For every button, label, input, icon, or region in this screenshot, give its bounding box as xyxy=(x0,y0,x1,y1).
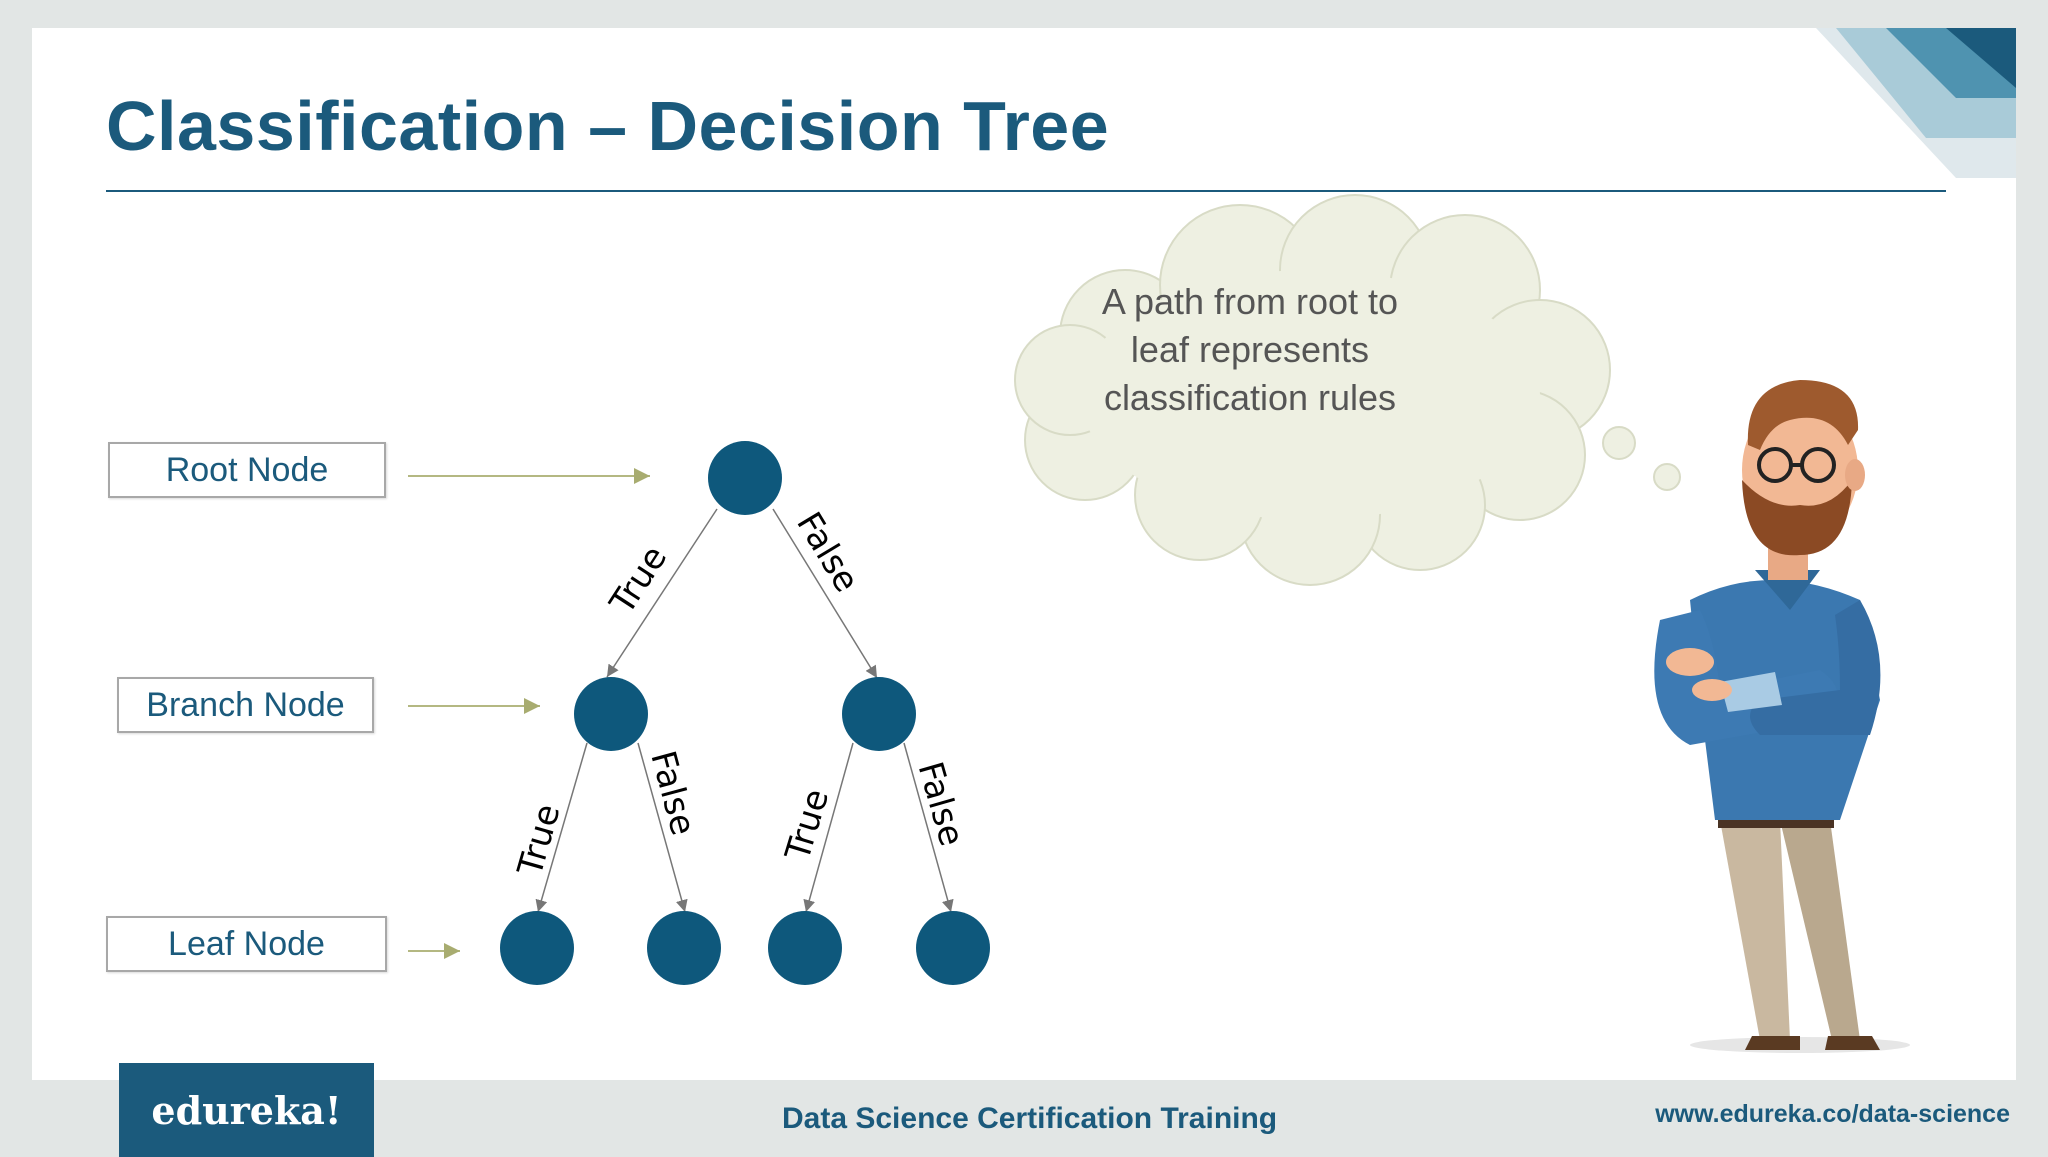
edge-label-right-true: True xyxy=(778,784,838,866)
thought-text: A path from root to leaf represents clas… xyxy=(1060,278,1440,422)
thought-line-3: classification rules xyxy=(1103,377,1397,418)
edge-left-leaf1 xyxy=(535,742,588,913)
root-node xyxy=(708,441,782,515)
branch-node-right xyxy=(842,677,916,751)
branch-node-label: Branch Node xyxy=(117,677,374,733)
thought-cloud xyxy=(1014,194,1611,586)
edge-left-leaf2 xyxy=(637,742,688,913)
branch-node-left xyxy=(574,677,648,751)
slide: Classification – Decision Tree xyxy=(32,28,2016,1080)
course-title: Data Science Certification Training xyxy=(782,1102,1278,1135)
leaf-node-3 xyxy=(768,911,842,985)
edge-label-left-true: True xyxy=(510,800,569,881)
leaf-node-2 xyxy=(647,911,721,985)
edge-right-leaf3 xyxy=(803,742,854,913)
thinking-man-illustration xyxy=(1654,380,1910,1053)
footer-url: www.edureka.co/data-science xyxy=(1655,1100,2010,1128)
page-title: Classification – Decision Tree xyxy=(106,87,1110,165)
thought-bubbles xyxy=(1602,426,1681,491)
leaf-node-label: Leaf Node xyxy=(106,916,387,972)
edge-root-left xyxy=(606,508,718,678)
corner-decoration xyxy=(1816,28,2016,178)
leaf-node-4 xyxy=(916,911,990,985)
edge-label-right-false: False xyxy=(910,757,972,850)
thought-line-1: A path from root to xyxy=(1101,281,1399,322)
root-node-label: Root Node xyxy=(108,442,386,498)
title-divider xyxy=(106,190,1946,192)
edge-label-root-true: True xyxy=(602,539,675,622)
thought-line-2: leaf represents xyxy=(1130,329,1370,370)
edge-root-right xyxy=(772,508,878,679)
edge-right-leaf4 xyxy=(903,742,954,913)
leaf-node-1 xyxy=(500,911,574,985)
brand-logo: edureka! xyxy=(119,1063,374,1157)
